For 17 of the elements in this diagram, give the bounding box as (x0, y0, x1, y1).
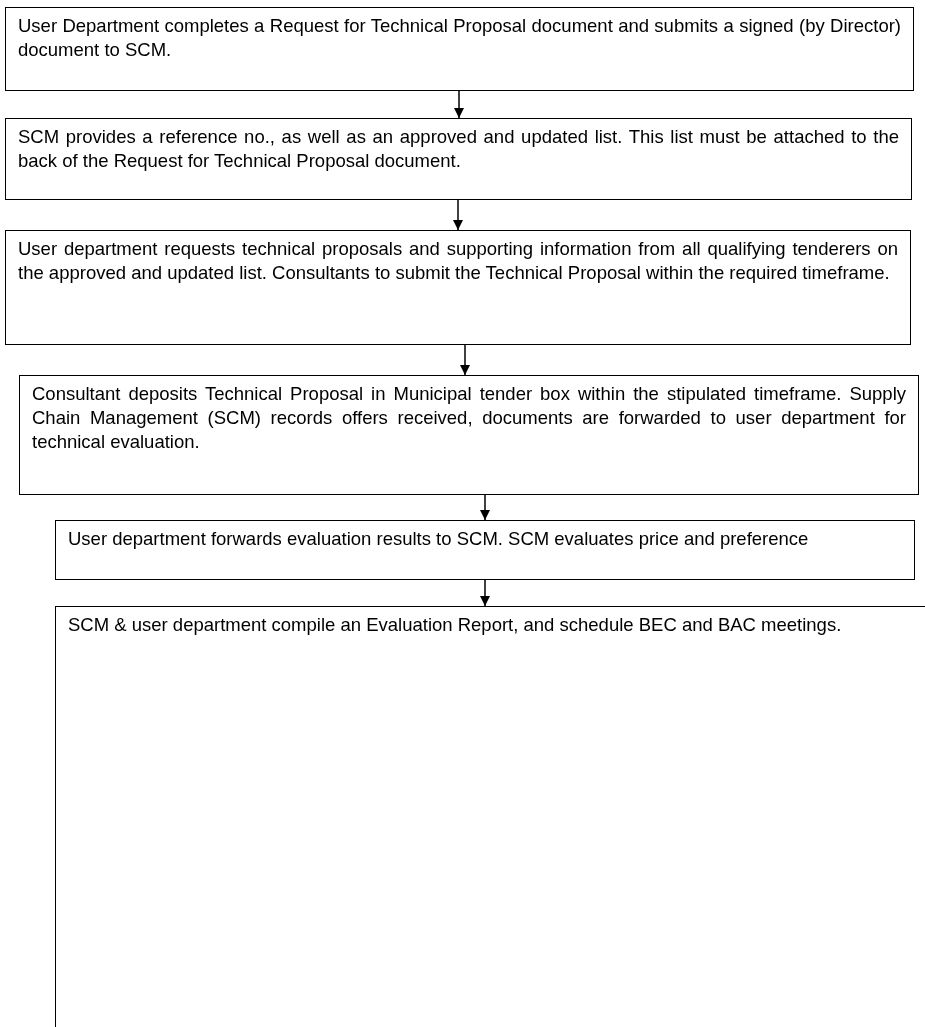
process-box (5, 230, 911, 345)
process-box (55, 520, 915, 580)
step-text: User department forwards evaluation results to SCM. SCM evaluates price and preference (68, 527, 810, 551)
step-text: SCM provides a reference no., as well as an approved and updated list. This list must be attached to the back of the Request for Technical Proposal document. (18, 125, 899, 173)
process-box (5, 118, 912, 200)
step-text: User Department completes a Request for Technical Proposal document and submits a signed (by Director) document to SCM. (18, 14, 901, 62)
step-text: Consultant deposits Technical Proposal in Municipal tender box within the stipulated timeframe. Supply Chain Management (SCM) records offers received, documents are forwarded to user department for technical evaluation. (32, 382, 906, 454)
arrow (454, 90, 464, 119)
step-text: SCM & user department compile an Evaluation Report, and schedule BEC and BAC meetings. (68, 613, 843, 637)
arrow (453, 199, 463, 231)
process-box (55, 606, 925, 1027)
step-text: User department requests technical proposals and supporting information from all qualifying tenderers on the approved and updated list. Consultants to submit the Technical Proposal within the required timeframe. (18, 237, 898, 285)
process-box (5, 7, 914, 91)
arrow (460, 344, 470, 376)
arrow (480, 494, 490, 521)
process-box (19, 375, 919, 495)
arrow (480, 579, 490, 607)
